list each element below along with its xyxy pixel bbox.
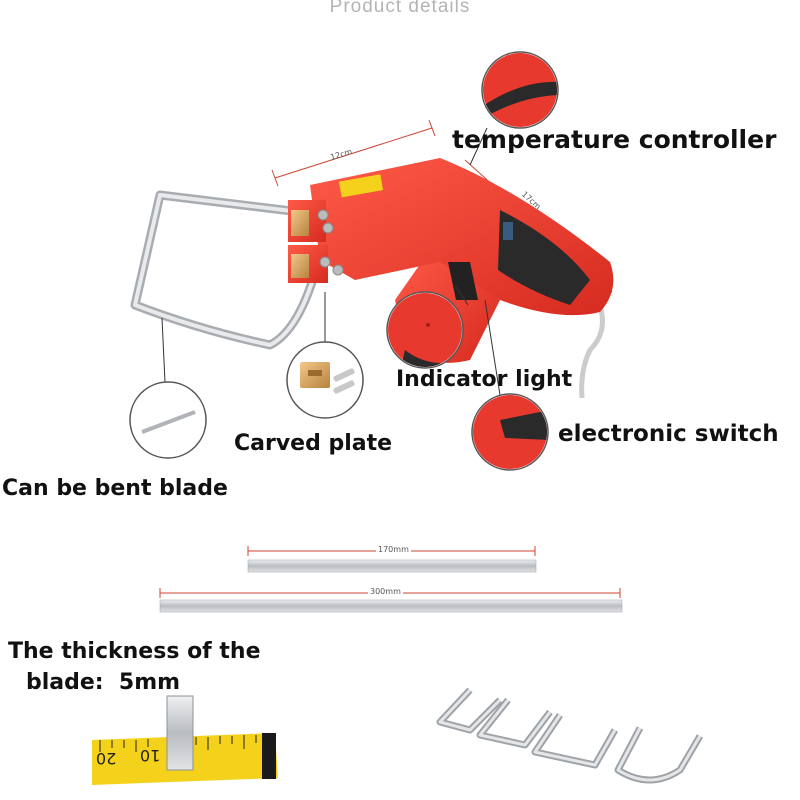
label-thickness-line-2: blade: 5mm [26,670,181,695]
label-bent-blade: Can be bent blade [2,476,228,501]
blade-short-label: 170mm [376,545,411,554]
label-temperature-controller: temperature controller [452,125,777,154]
label-indicator-light: Indicator light [396,367,573,392]
measuring-tape [92,695,278,785]
page-title: Product details [329,0,471,17]
ruler-tick-label: 10 [140,746,161,765]
dimension-line-top [271,119,436,187]
label-electronic-switch: electronic switch [558,421,779,447]
ruler-tick-label: 20 [96,749,117,768]
label-carved-plate: Carved plate [234,431,393,456]
callout-indicator-light [386,284,501,396]
u-shaped-blades [436,687,704,784]
hot-knife-tool [288,158,614,399]
cutting-blade [130,190,323,350]
blade-long-label: 300mm [368,587,403,596]
callout-electronic-switch [471,393,549,471]
callout-carved-plate [286,292,364,419]
callout-bent-blade [129,317,207,459]
label-thickness-line-1: The thickness of the [8,639,261,664]
callout-temperature-controller [469,51,559,166]
